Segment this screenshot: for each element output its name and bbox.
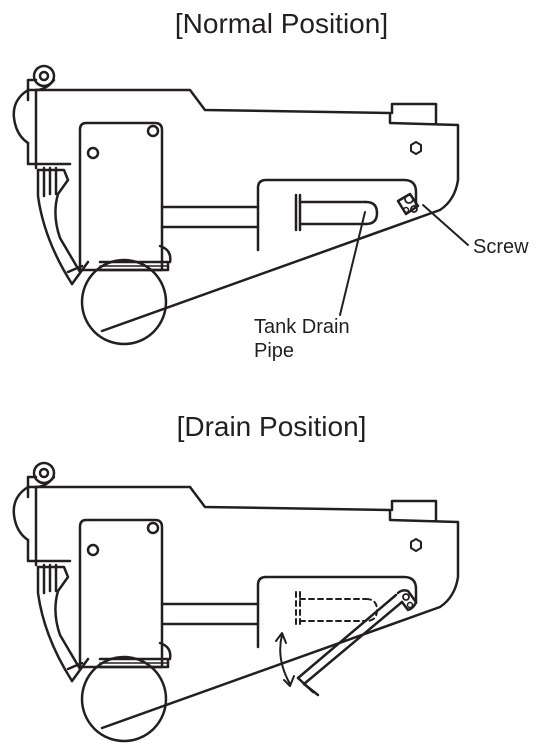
rotation-arrow [275,632,295,687]
screw-label: Screw [473,236,529,258]
normal-position-title: [Normal Position] [174,8,389,39]
tank-drain-pipe-leader-line [339,211,366,316]
drain-position-title: [Drain Position] [176,411,367,442]
tank-drain-pipe-rotated [296,589,418,697]
tank-drain-pipe-label-line1: Tank Drain [254,316,350,338]
tank-drain-pipe-normal [294,193,379,232]
screw-leader-line [422,204,469,246]
tank-drain-pipe-dashed-outline [295,591,378,628]
tank-drain-pipe-label-line2: Pipe [254,340,295,362]
tank-drain-pipe-label: Tank Drain Pipe [254,315,350,363]
normal-position-machine-drawing [12,64,469,346]
screw-normal [396,192,420,216]
drain-position-machine-drawing [12,461,460,743]
